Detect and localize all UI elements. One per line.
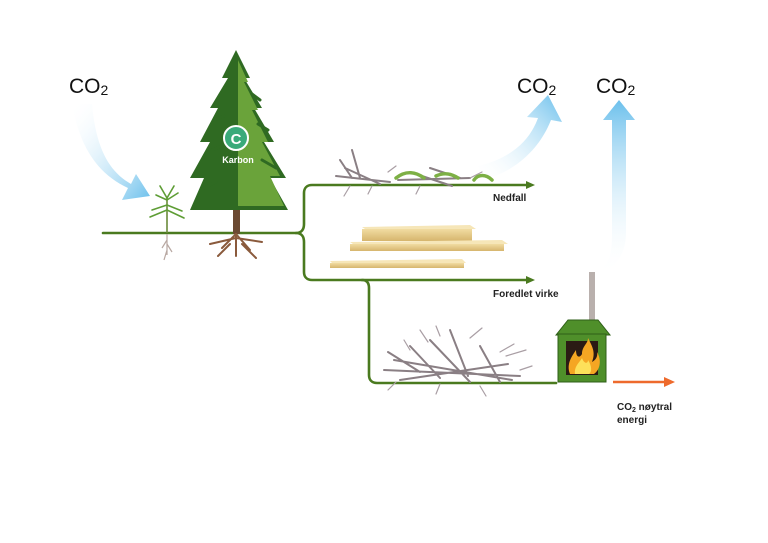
energy-arrow-icon [613, 377, 675, 387]
branch-pile-icon [383, 325, 533, 397]
seedling-icon [149, 185, 185, 261]
lumber-boards-icon [330, 225, 508, 268]
co2-arrow-icon [598, 100, 635, 276]
co2-label-right: CO2 [596, 75, 636, 98]
nedfall-label: Nedfall [493, 193, 527, 204]
energy-label-line1: CO2 nøytral [617, 402, 672, 414]
deadwood-icon [335, 149, 494, 197]
spruce-tree-icon [190, 50, 288, 259]
co2-arrow-icon [72, 104, 150, 200]
fire-icon [568, 338, 600, 374]
karbon-label: Karbon [222, 155, 254, 165]
flow-lines [101, 181, 558, 385]
co2-label-middle: CO2 [517, 75, 557, 98]
karbon-badge-icon: C [223, 125, 249, 151]
co2-label-left: CO2 [69, 75, 109, 98]
co2-arrow-icon [478, 95, 562, 180]
foredlet-virke-label: Foredlet virke [493, 289, 559, 300]
energy-label-line2: energi [617, 415, 647, 426]
karbon-symbol: C [231, 131, 242, 148]
